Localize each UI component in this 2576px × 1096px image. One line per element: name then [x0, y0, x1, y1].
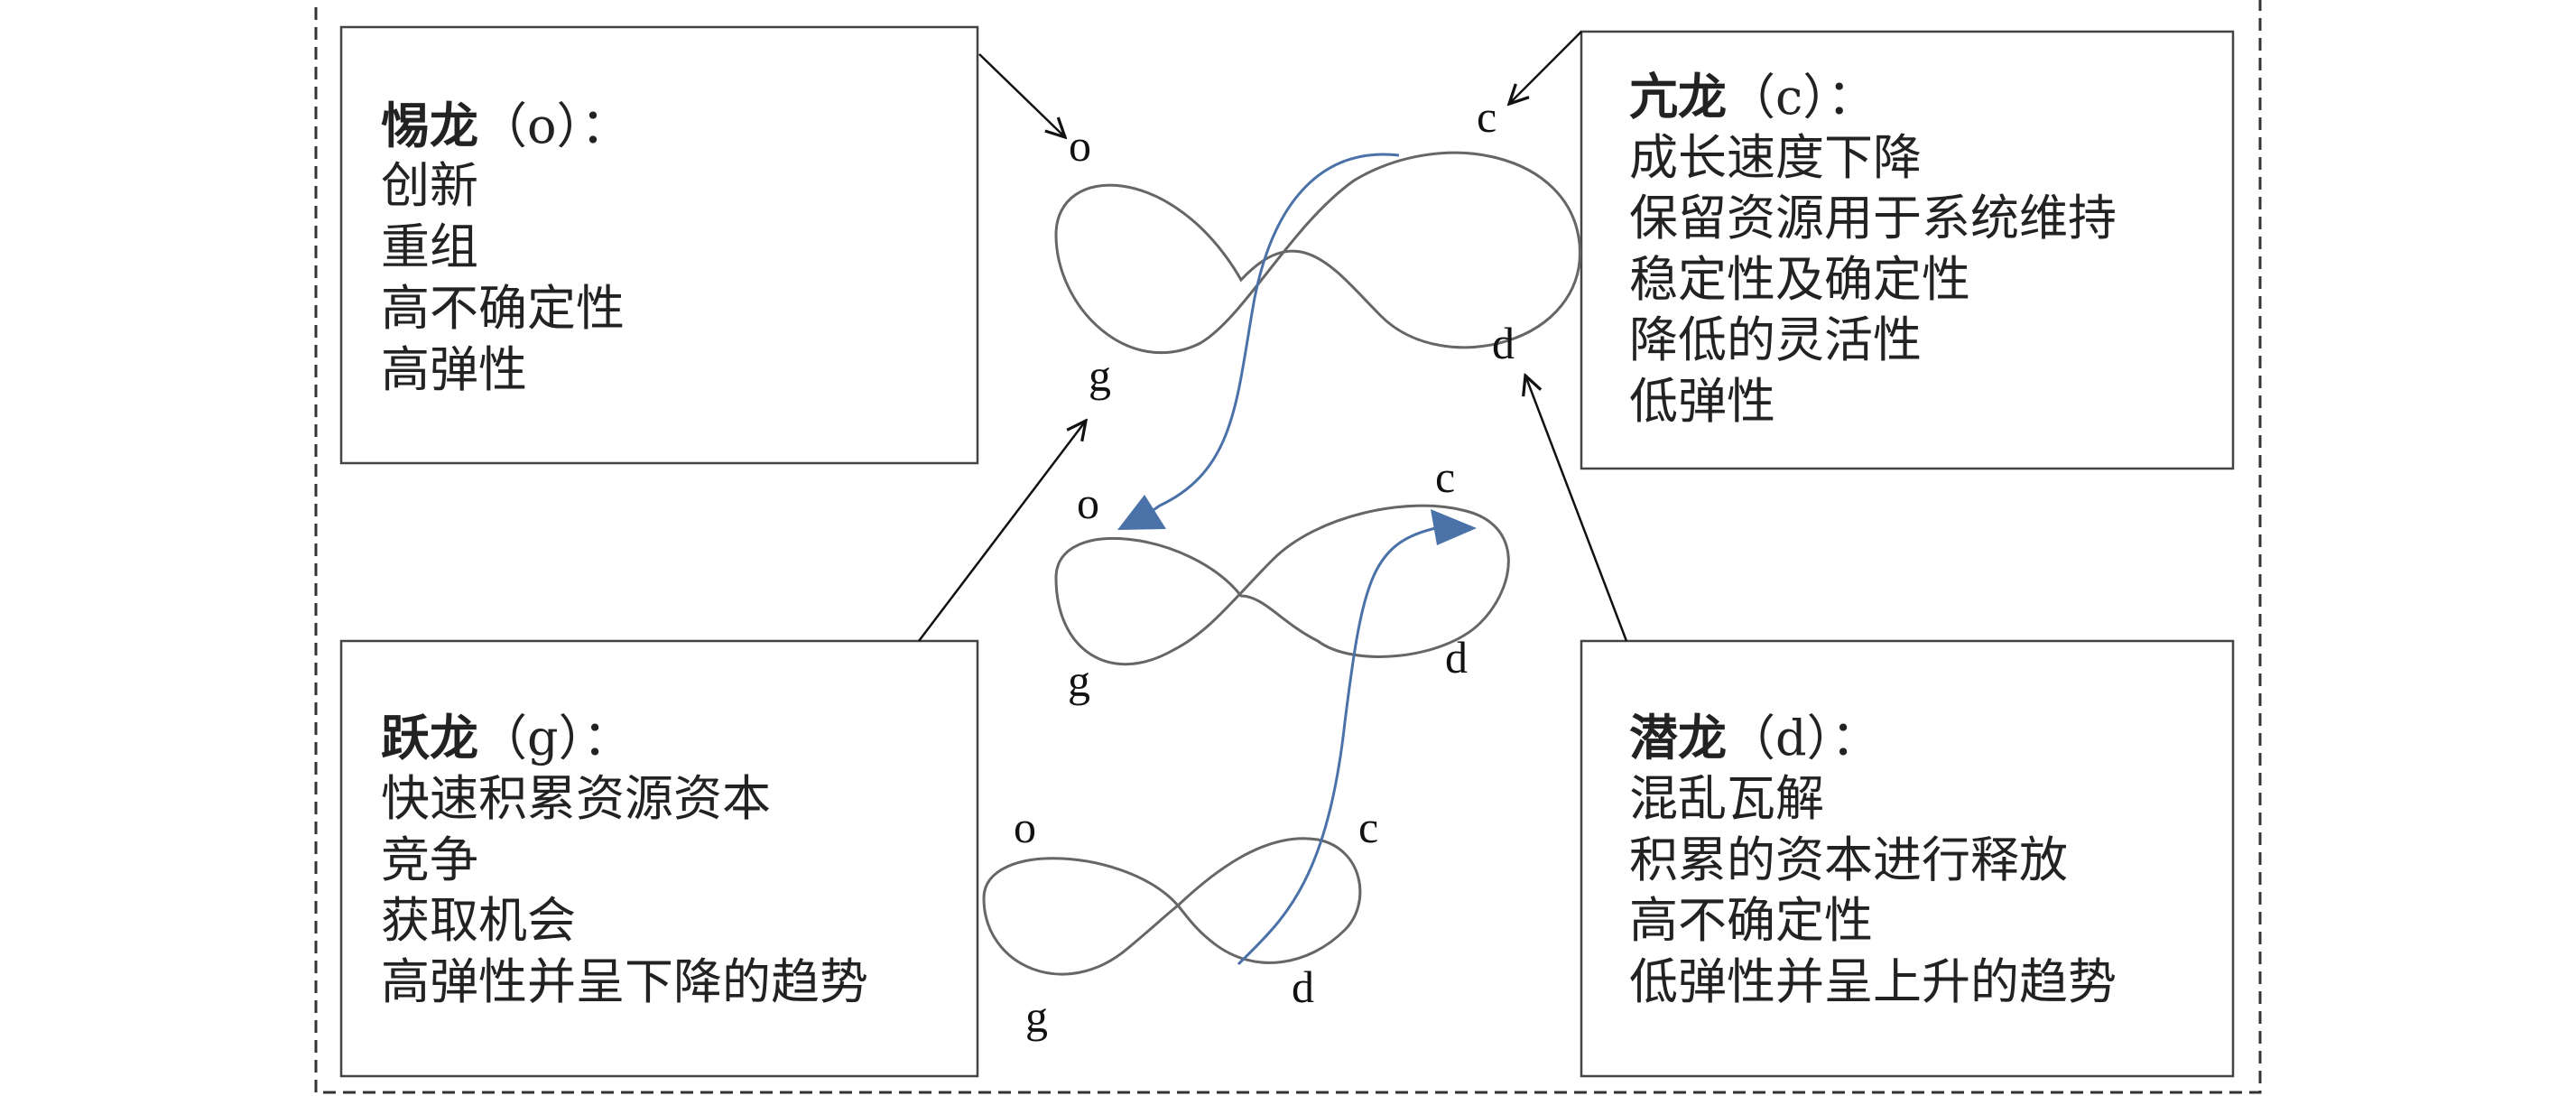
svg-text:跃龙（g）：: 跃龙（g）：: [381, 710, 632, 766]
box-o-line-1: 创新: [381, 157, 478, 214]
box-d-title: 潜龙: [1629, 710, 1727, 766]
box-o-title: 惕龙: [381, 98, 478, 154]
box-g-title: 跃龙: [381, 710, 478, 766]
loop-top-label-g: g: [1089, 350, 1111, 401]
loop-top-label-o: o: [1069, 120, 1091, 171]
box-d-frame: [1580, 639, 2235, 1078]
box-d-line-3: 高不确定性: [1629, 892, 1873, 949]
loop-middle-label-o: o: [1077, 478, 1099, 528]
loop-bottom-curve: [982, 837, 1362, 976]
box-g: 跃龙（g）： 快速积累资源资本 竞争 获取机会 高弹性并呈下降的趋势: [339, 639, 979, 1078]
box-g-line-4: 高弹性并呈下降的趋势: [381, 953, 868, 1010]
box-d: 潜龙（d）： 混乱瓦解 积累的资本进行释放 高不确定性 低弹性并呈上升的趋势: [1580, 639, 2235, 1078]
box-g-code: （g）：: [478, 710, 632, 766]
svg-text:亢龙（c）：: 亢龙（c）：: [1629, 69, 1876, 125]
loop-bottom-label-o: o: [1014, 802, 1036, 852]
connector-box-g-to-loop: [918, 421, 1086, 642]
box-d-line-1: 混乱瓦解: [1629, 770, 1824, 827]
blue-arrow-bottom-to-middle: [1237, 525, 1441, 966]
loop-middle-curve: [1054, 504, 1510, 666]
svg-text:潜龙（d）：: 潜龙（d）：: [1629, 710, 1880, 766]
box-o-frame: [339, 25, 979, 465]
box-d-line-4: 低弹性并呈上升的趋势: [1629, 953, 2117, 1010]
box-c-line-5: 低弹性: [1629, 373, 1775, 430]
blue-arrowhead-middle-o: [1117, 495, 1166, 530]
blue-arrowhead-middle-c: [1431, 509, 1477, 545]
box-g-line-1: 快速积累资源资本: [381, 770, 771, 827]
box-g-line-3: 获取机会: [381, 892, 576, 949]
box-o-line-2: 重组: [381, 218, 478, 275]
box-c-line-2: 保留资源用于系统维持: [1629, 190, 2117, 246]
box-d-line-2: 积累的资本进行释放: [1629, 831, 2068, 888]
box-o: 惕龙（o）： 创新 重组 高不确定性 高弹性: [339, 25, 979, 465]
box-c-frame: [1580, 30, 2235, 470]
svg-text:惕龙（o）：: 惕龙（o）：: [381, 98, 630, 154]
box-o-line-3: 高不确定性: [381, 280, 625, 337]
loop-top-label-c: c: [1477, 91, 1496, 142]
loop-bottom-label-g: g: [1025, 991, 1048, 1042]
box-c-line-3: 稳定性及确定性: [1629, 251, 1970, 308]
connector-box-c-to-loop: [1509, 31, 1582, 104]
loop-bottom-label-c: c: [1358, 802, 1378, 852]
connector-box-d-to-loop: [1525, 376, 1628, 642]
box-c-line-1: 成长速度下降: [1629, 129, 1922, 186]
loop-middle-label-c: c: [1435, 451, 1455, 502]
box-c-title: 亢龙: [1629, 69, 1727, 125]
blue-arrow-top-to-middle: [1137, 153, 1400, 526]
loop-middle-label-d: d: [1445, 632, 1468, 683]
box-o-code: （o）：: [478, 98, 630, 154]
box-c: 亢龙（c）： 成长速度下降 保留资源用于系统维持 稳定性及确定性 降低的灵活性 …: [1580, 30, 2235, 470]
loop-top-curve: [1054, 151, 1581, 355]
box-c-code: （c）：: [1727, 69, 1876, 125]
loop-bottom-label-d: d: [1292, 961, 1314, 1012]
outer-dashed-frame: [314, 0, 2262, 1094]
box-o-line-4: 高弹性: [381, 341, 527, 398]
loop-top-label-d: d: [1492, 318, 1515, 368]
box-d-code: （d）：: [1727, 710, 1880, 766]
box-g-line-2: 竞争: [381, 831, 478, 888]
box-g-frame: [339, 639, 979, 1078]
box-c-line-4: 降低的灵活性: [1629, 311, 1922, 368]
loop-middle-label-g: g: [1068, 655, 1090, 706]
connector-box-o-to-loop: [978, 53, 1065, 137]
